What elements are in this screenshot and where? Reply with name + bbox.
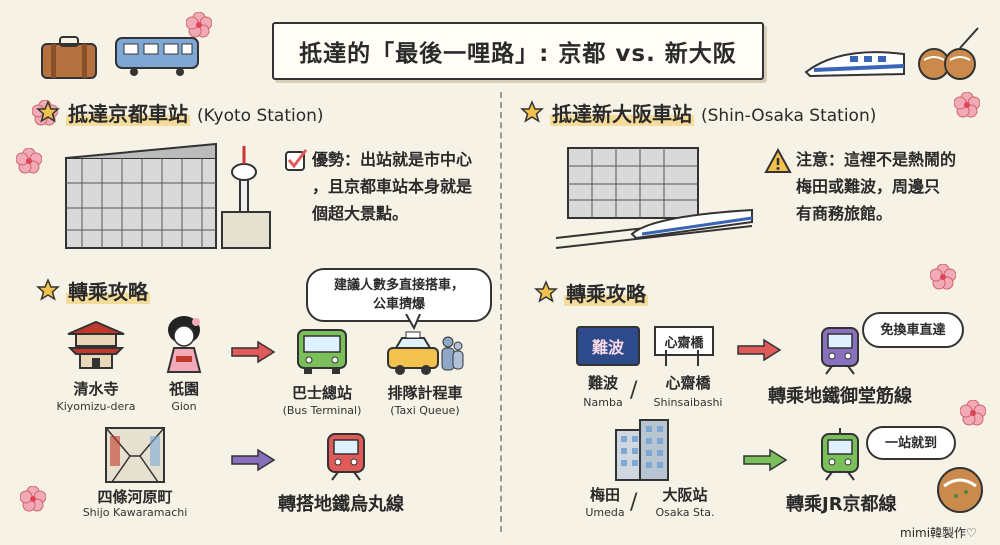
sakura-icon — [16, 148, 42, 174]
sakura-icon — [954, 92, 980, 118]
dest-namba-label: 難波 — [587, 374, 618, 392]
sakura-icon — [930, 264, 956, 290]
arrow-right-icon — [743, 448, 788, 472]
street-icon — [105, 427, 165, 483]
dest-umeda-en: Umeda — [585, 506, 625, 519]
sign-posts — [665, 350, 699, 366]
sakura-icon — [20, 486, 46, 512]
star-icon — [36, 100, 60, 123]
bus-icon — [297, 329, 347, 374]
osaka-midosuji-text: 轉乘地鐵御堂筋線 — [768, 386, 912, 407]
taxi-icon — [387, 331, 464, 375]
dest-osaka-sta-label: 大阪站 — [662, 486, 708, 504]
osaka-heading: 抵達新大阪車站 (Shin-Osaka Station) — [550, 102, 877, 126]
page-title: 抵達的「最後一哩路」: 京都 vs. 新大阪 — [272, 22, 764, 80]
checkbox-checked-icon — [285, 149, 308, 171]
osaka-bubble-one-stop: 一站就到 — [866, 426, 956, 460]
bus-terminal-en: (Bus Terminal) — [282, 404, 362, 417]
jr-train-icon — [821, 428, 859, 481]
kyoto-subway-text: 轉搭地鐵烏丸線 — [278, 494, 404, 515]
osaka-jr-text: 轉乘JR京都線 — [786, 494, 897, 515]
slash-separator: / — [630, 378, 638, 403]
subway-train-icon — [821, 327, 859, 375]
section-divider — [500, 92, 502, 532]
dest-namba-en: Namba — [583, 396, 623, 409]
train-car-icon — [115, 37, 199, 76]
arrow-right-icon — [231, 448, 276, 472]
bubble-tail — [405, 314, 421, 330]
sakura-icon — [186, 12, 212, 38]
dest-umeda-label: 梅田 — [589, 486, 620, 504]
dest-shijo-en: Shijo Kawaramachi — [82, 506, 188, 519]
kyoto-station-illustration — [65, 142, 271, 249]
osaka-bubble-direct: 免換車直達 — [862, 312, 964, 348]
suitcase-icon — [41, 36, 97, 79]
building-icon — [615, 419, 669, 481]
dest-gion-label: 祇園 — [168, 380, 199, 398]
sakura-icon — [960, 400, 986, 426]
taxi-queue-en: (Taxi Queue) — [390, 404, 460, 417]
kyoto-transfer-heading: 轉乘攻略 — [66, 280, 150, 304]
dest-kiyomizu-label: 清水寺 — [73, 380, 119, 398]
temple-icon — [67, 320, 125, 369]
star-icon — [36, 278, 60, 301]
shin-osaka-station-illustration — [555, 147, 753, 249]
osaka-transfer-heading: 轉乘攻略 — [564, 282, 648, 306]
arrow-right-icon — [737, 338, 782, 362]
osaka-warning-note: 注意：這裡不是熱鬧的 梅田或難波，周邊只 有商務旅館。 — [796, 150, 957, 223]
takoyaki-icon — [937, 467, 983, 513]
taxi-queue-label: 排隊計程車 — [387, 384, 463, 402]
dest-kiyomizu-en: Kiyomizu-dera — [56, 400, 136, 413]
star-icon — [534, 280, 558, 303]
arrow-right-icon — [231, 340, 276, 364]
dest-shinsaibashi-label: 心齋橋 — [665, 374, 711, 392]
subway-train-icon — [327, 433, 365, 481]
dest-shijo-label: 四條河原町 — [97, 488, 173, 506]
dest-gion-en: Gion — [171, 400, 197, 413]
kyoto-tip-bubble: 建議人數多直接搭車，公車擠爆 — [306, 268, 492, 322]
slash-separator: / — [630, 490, 638, 515]
geisha-icon — [166, 316, 202, 373]
dest-shinsaibashi-en: Shinsaibashi — [653, 396, 723, 409]
bus-terminal-label: 巴士總站 — [291, 384, 352, 402]
dest-osaka-sta-en: Osaka Sta. — [655, 506, 715, 519]
kyoto-advantage-note: 優勢：出站就是市中心 ，且京都車站本身就是 個超大景點。 — [312, 150, 473, 223]
kyoto-heading: 抵達京都車站 (Kyoto Station) — [66, 102, 324, 126]
shinsaibashi-sign: 心齋橋 — [654, 326, 714, 356]
namba-sign: 難波 — [576, 326, 640, 366]
credit-text: mimi韓製作♡ — [900, 526, 977, 540]
star-icon — [520, 100, 544, 123]
shinkansen-icon — [804, 51, 905, 78]
takoyaki-icon — [918, 27, 979, 80]
warning-icon — [764, 148, 792, 173]
